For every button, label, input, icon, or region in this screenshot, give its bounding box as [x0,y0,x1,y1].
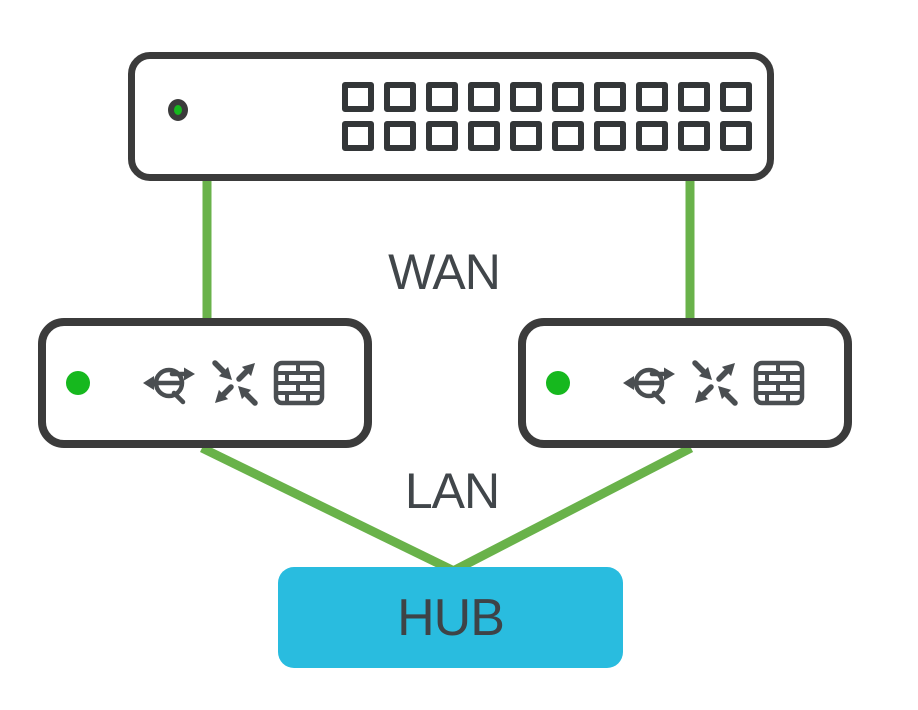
switch-port [552,82,584,112]
switch-port [636,82,668,112]
appliance-status-dot [546,371,570,395]
appliance-status-dot [66,371,90,395]
firewall-icon [273,360,325,406]
switch-port [594,121,626,151]
lan-link-left [200,443,454,575]
security-appliance-left[interactable] [38,318,372,448]
switch-node[interactable] [128,52,774,181]
nat-routing-icon [143,367,195,405]
lan-label: LAN [404,463,500,519]
switch-port [468,121,500,151]
switch-port [678,82,710,112]
switch-port [342,82,374,112]
switch-port [384,121,416,151]
switch-port [678,121,710,151]
appliance-feature-icons [621,357,805,409]
switch-port [426,121,458,151]
nat-routing-icon [623,367,675,405]
switch-port [636,121,668,151]
appliance-feature-icons [141,357,325,409]
lan-link-right [452,444,694,574]
hub-label: HUB [397,588,505,647]
switch-port [426,82,458,112]
switch-ports [342,82,752,151]
switch-port [552,121,584,151]
switch-port [720,121,752,151]
switch-port [468,82,500,112]
traffic-arrows-icon [692,360,738,406]
switch-port [594,82,626,112]
wan-label: WAN [388,244,501,300]
switch-port [342,121,374,151]
switch-port [384,82,416,112]
switch-port [720,82,752,112]
security-appliance-right[interactable] [518,318,852,448]
firewall-icon [753,360,805,406]
switch-port [510,121,542,151]
hub-node[interactable]: HUB [278,567,623,668]
switch-status-led [168,99,188,121]
switch-port [510,82,542,112]
traffic-arrows-icon [212,360,258,406]
